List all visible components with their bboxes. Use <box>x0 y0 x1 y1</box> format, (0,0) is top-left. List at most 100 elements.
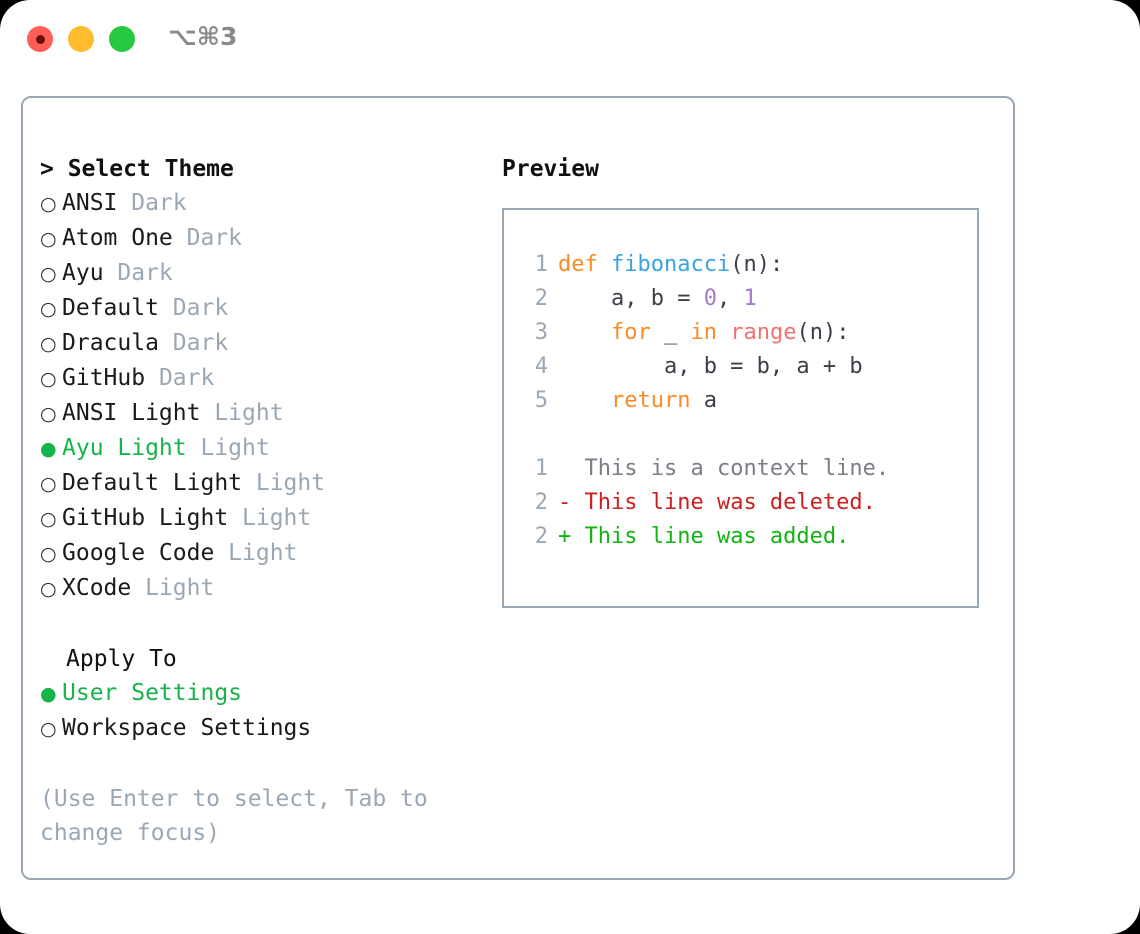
theme-option-kind: Dark <box>158 330 229 356</box>
apply-option-label: Workspace Settings <box>62 715 312 741</box>
theme-selection-column: > Select Theme ○ANSI Dark○Atom One Dark○… <box>40 152 480 850</box>
code-token-pl: , <box>716 286 744 311</box>
theme-option-label: Dracula <box>62 330 159 356</box>
maximize-button[interactable] <box>109 26 135 52</box>
code-line: 4 a, b = b, a + b <box>522 350 889 384</box>
apply-option-label: User Settings <box>62 680 243 706</box>
diff-line-ctx: 1 This is a context line. <box>522 452 889 486</box>
theme-option-kind: Light <box>242 470 326 496</box>
code-line: 5 return a <box>522 384 889 418</box>
code-token-pl: a, b = <box>558 286 704 311</box>
code-line-number: 5 <box>534 388 548 413</box>
theme-picker-panel: > Select Theme ○ANSI Dark○Atom One Dark○… <box>21 96 1015 880</box>
radio-unselected-icon[interactable]: ○ <box>40 368 57 390</box>
theme-option-label: ANSI Light <box>62 400 201 426</box>
code-spacer <box>522 418 889 452</box>
diff-line-add: 2+ This line was added. <box>522 520 889 554</box>
theme-option-ayu[interactable]: ○Ayu Dark <box>40 256 480 291</box>
code-token-kw: in <box>690 320 717 345</box>
code-token-fn: fibonacci <box>611 252 731 277</box>
theme-option-default[interactable]: ○Default Dark <box>40 291 480 326</box>
diff-line-del: 2- This line was deleted. <box>522 486 889 520</box>
code-line: 3 for _ in range(n): <box>522 316 889 350</box>
theme-option-kind: Light <box>131 575 215 601</box>
theme-option-kind: Light <box>200 400 284 426</box>
code-line: 2 a, b = 0, 1 <box>522 282 889 316</box>
theme-option-kind: Light <box>214 540 298 566</box>
theme-option-label: Atom One <box>62 225 173 251</box>
radio-unselected-icon[interactable]: ○ <box>40 193 57 215</box>
apply-to-header: Apply To <box>66 646 177 672</box>
theme-list[interactable]: ○ANSI Dark○Atom One Dark○Ayu Dark○Defaul… <box>40 186 480 606</box>
theme-option-kind: Dark <box>117 190 187 216</box>
radio-selected-icon[interactable]: ● <box>40 683 57 705</box>
radio-unselected-icon[interactable]: ○ <box>40 473 57 495</box>
theme-option-default-light[interactable]: ○Default Light Light <box>40 466 480 501</box>
radio-unselected-icon[interactable]: ○ <box>40 508 57 530</box>
title-bar: ⌥⌘3 <box>0 0 1140 78</box>
apply-option-workspace-settings[interactable]: ○Workspace Settings <box>40 711 480 746</box>
theme-option-github-light[interactable]: ○GitHub Light Light <box>40 501 480 536</box>
code-token-num: 1 <box>743 286 757 311</box>
code-line-number: 1 <box>534 252 548 277</box>
theme-option-google-code[interactable]: ○Google Code Light <box>40 536 480 571</box>
diff-marker: - <box>558 490 585 515</box>
window-controls <box>27 26 135 52</box>
code-line-number: 2 <box>534 286 548 311</box>
code-token-num: 0 <box>703 286 717 311</box>
theme-option-ansi[interactable]: ○ANSI Dark <box>40 186 480 221</box>
theme-option-label: Default <box>62 295 159 321</box>
theme-option-label: Ayu Light <box>62 435 187 461</box>
code-token-kw: def <box>558 252 598 277</box>
code-token-kw: return <box>610 388 691 413</box>
radio-unselected-icon[interactable]: ○ <box>40 298 57 320</box>
theme-option-kind: Dark <box>172 225 243 251</box>
theme-option-ansi-light[interactable]: ○ANSI Light Light <box>40 396 480 431</box>
theme-option-label: Google Code <box>62 540 215 566</box>
code-token-pl <box>558 388 611 413</box>
radio-unselected-icon[interactable]: ○ <box>40 403 57 425</box>
keyboard-hint-text: (Use Enter to select, Tab to change focu… <box>40 786 428 846</box>
code-token-pl <box>558 320 611 345</box>
diff-line-number: 2 <box>534 524 548 549</box>
minimize-button[interactable] <box>68 26 94 52</box>
theme-option-atom-one[interactable]: ○Atom One Dark <box>40 221 480 256</box>
apply-option-user-settings[interactable]: ●User Settings <box>40 676 480 711</box>
theme-option-ayu-light[interactable]: ●Ayu Light Light <box>40 431 480 466</box>
theme-option-dracula[interactable]: ○Dracula Dark <box>40 326 480 361</box>
diff-marker <box>558 456 585 481</box>
radio-unselected-icon[interactable]: ○ <box>40 263 57 285</box>
radio-unselected-icon[interactable]: ○ <box>40 578 57 600</box>
code-token-pl <box>598 252 611 277</box>
keyboard-shortcut-label: ⌥⌘3 <box>168 22 238 51</box>
theme-option-label: XCode <box>62 575 132 601</box>
apply-to-list[interactable]: ●User Settings○Workspace Settings <box>40 676 480 746</box>
radio-selected-icon[interactable]: ● <box>40 438 57 460</box>
theme-option-label: Ayu <box>62 260 104 286</box>
diff-line-number: 2 <box>534 490 548 515</box>
theme-option-xcode[interactable]: ○XCode Light <box>40 571 480 606</box>
close-button[interactable] <box>27 26 53 52</box>
theme-option-kind: Dark <box>145 365 215 391</box>
code-token-pl: _ <box>650 320 691 345</box>
code-token-kw: for <box>610 320 651 345</box>
radio-unselected-icon[interactable]: ○ <box>40 228 57 250</box>
code-line-number: 3 <box>534 320 548 345</box>
diff-line-number: 1 <box>534 456 548 481</box>
radio-unselected-icon[interactable]: ○ <box>40 718 57 740</box>
code-token-pl: a, b = b, a + b <box>558 354 863 379</box>
theme-option-github[interactable]: ○GitHub Dark <box>40 361 480 396</box>
radio-unselected-icon[interactable]: ○ <box>40 543 57 565</box>
code-token-pl: (n): <box>796 320 850 345</box>
preview-header: Preview <box>502 156 599 182</box>
radio-unselected-icon[interactable]: ○ <box>40 333 57 355</box>
diff-text: This is a context line. <box>584 456 890 481</box>
theme-option-label: Default Light <box>62 470 243 496</box>
diff-text: This line was deleted. <box>584 490 876 515</box>
diff-text: This line was added. <box>584 524 850 549</box>
